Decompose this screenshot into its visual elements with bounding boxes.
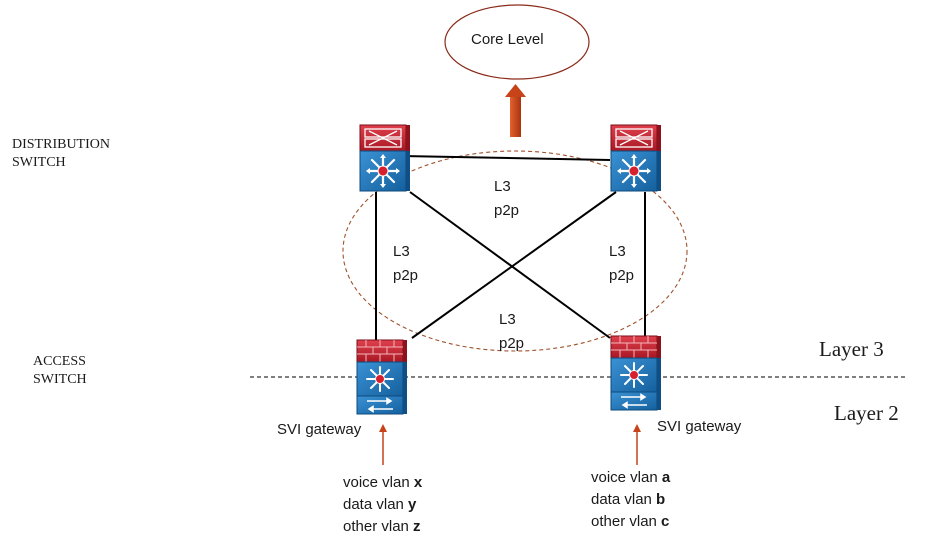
- access-switch-icon: [356, 339, 408, 415]
- vlan-arrow-right: [633, 424, 641, 465]
- link-diag-1: [409, 191, 611, 339]
- l3-domain-ellipse: [342, 150, 688, 352]
- distribution-switch-icon: [358, 123, 412, 193]
- distribution-switch-label: DISTRIBUTION SWITCH: [12, 137, 110, 170]
- links: [375, 155, 646, 340]
- link-label-top: L3 p2p: [494, 178, 520, 219]
- layer-2-label: Layer 2: [834, 401, 899, 425]
- link-diag-2: [411, 191, 617, 339]
- link-label-left: L3 p2p: [393, 243, 419, 284]
- vlan-item: voice vlan x: [343, 474, 423, 491]
- vlan-list-right: voice vlan a data vlan b other vlan c: [591, 467, 670, 533]
- vlan-item: voice vlan a: [591, 469, 671, 486]
- link-label-bottom: L3 p2p: [499, 311, 525, 352]
- core-level-label: Core Level: [471, 31, 544, 48]
- core-level-ellipse: [444, 4, 590, 80]
- vlan-arrow-left: [379, 424, 387, 465]
- link-dist-dist: [401, 155, 611, 161]
- svi-gateway-left: SVI gateway: [277, 421, 362, 438]
- vlan-item: data vlan y: [343, 496, 417, 513]
- vlan-item: other vlan c: [591, 513, 670, 530]
- distribution-switch-icon: [609, 123, 663, 193]
- vlan-list-left: voice vlan x data vlan y other vlan z: [343, 472, 422, 538]
- link-label-right: L3 p2p: [609, 243, 635, 284]
- uplink-arrow: [505, 84, 526, 137]
- vlan-item: data vlan b: [591, 491, 666, 508]
- layer-3-label: Layer 3: [819, 337, 884, 361]
- svi-gateway-right: SVI gateway: [657, 418, 742, 435]
- access-switch-icon: [610, 335, 662, 411]
- vlan-item: other vlan z: [343, 518, 421, 535]
- access-switch-label: ACCESS SWITCH: [33, 354, 87, 387]
